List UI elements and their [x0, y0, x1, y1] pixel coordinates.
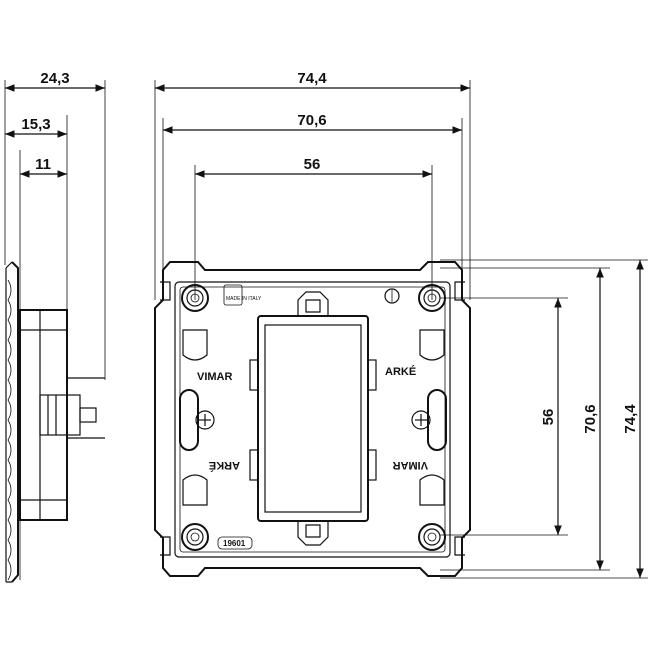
side-view: 24,3 15,3 11	[4, 70, 106, 583]
corner-screw-top-right	[418, 284, 446, 312]
dim-width-center: 56	[304, 156, 321, 173]
corner-screw-top-left	[181, 284, 209, 312]
left-mounting-slot	[179, 389, 215, 451]
dim-width-outer: 74,4	[297, 70, 327, 87]
dim-height-outer: 74,4	[622, 404, 639, 434]
code-marking: 19601	[223, 539, 246, 548]
brand-marking-bottom: VIMAR	[393, 459, 429, 471]
side-dim-mid: 15,3	[21, 116, 50, 133]
dim-width-inner: 70,6	[297, 112, 326, 129]
right-mounting-slot	[411, 389, 447, 451]
corner-screw-bottom-right	[418, 523, 446, 551]
corner-screw-bottom-left	[181, 523, 209, 551]
front-view-frame: VIMAR ARKÉ VIMAR ARKÉ MADE IN ITALY 1960…	[154, 261, 471, 577]
product-marking-bottom: ARKÉ	[209, 459, 240, 472]
side-dim-small: 11	[35, 156, 51, 173]
product-marking-top: ARKÉ	[385, 365, 416, 378]
module-opening	[257, 315, 369, 522]
dim-height-center: 56	[540, 409, 557, 426]
side-profile	[5, 261, 105, 583]
front-right-dimensions: 56 70,6 74,4	[440, 259, 648, 579]
front-top-dimensions: 74,4 70,6 56	[154, 70, 471, 300]
dim-height-inner: 70,6	[582, 404, 599, 433]
side-dim-total: 24,3	[40, 70, 69, 87]
brand-marking-top: VIMAR	[197, 371, 233, 383]
made-in-marking: MADE IN ITALY	[226, 296, 262, 302]
